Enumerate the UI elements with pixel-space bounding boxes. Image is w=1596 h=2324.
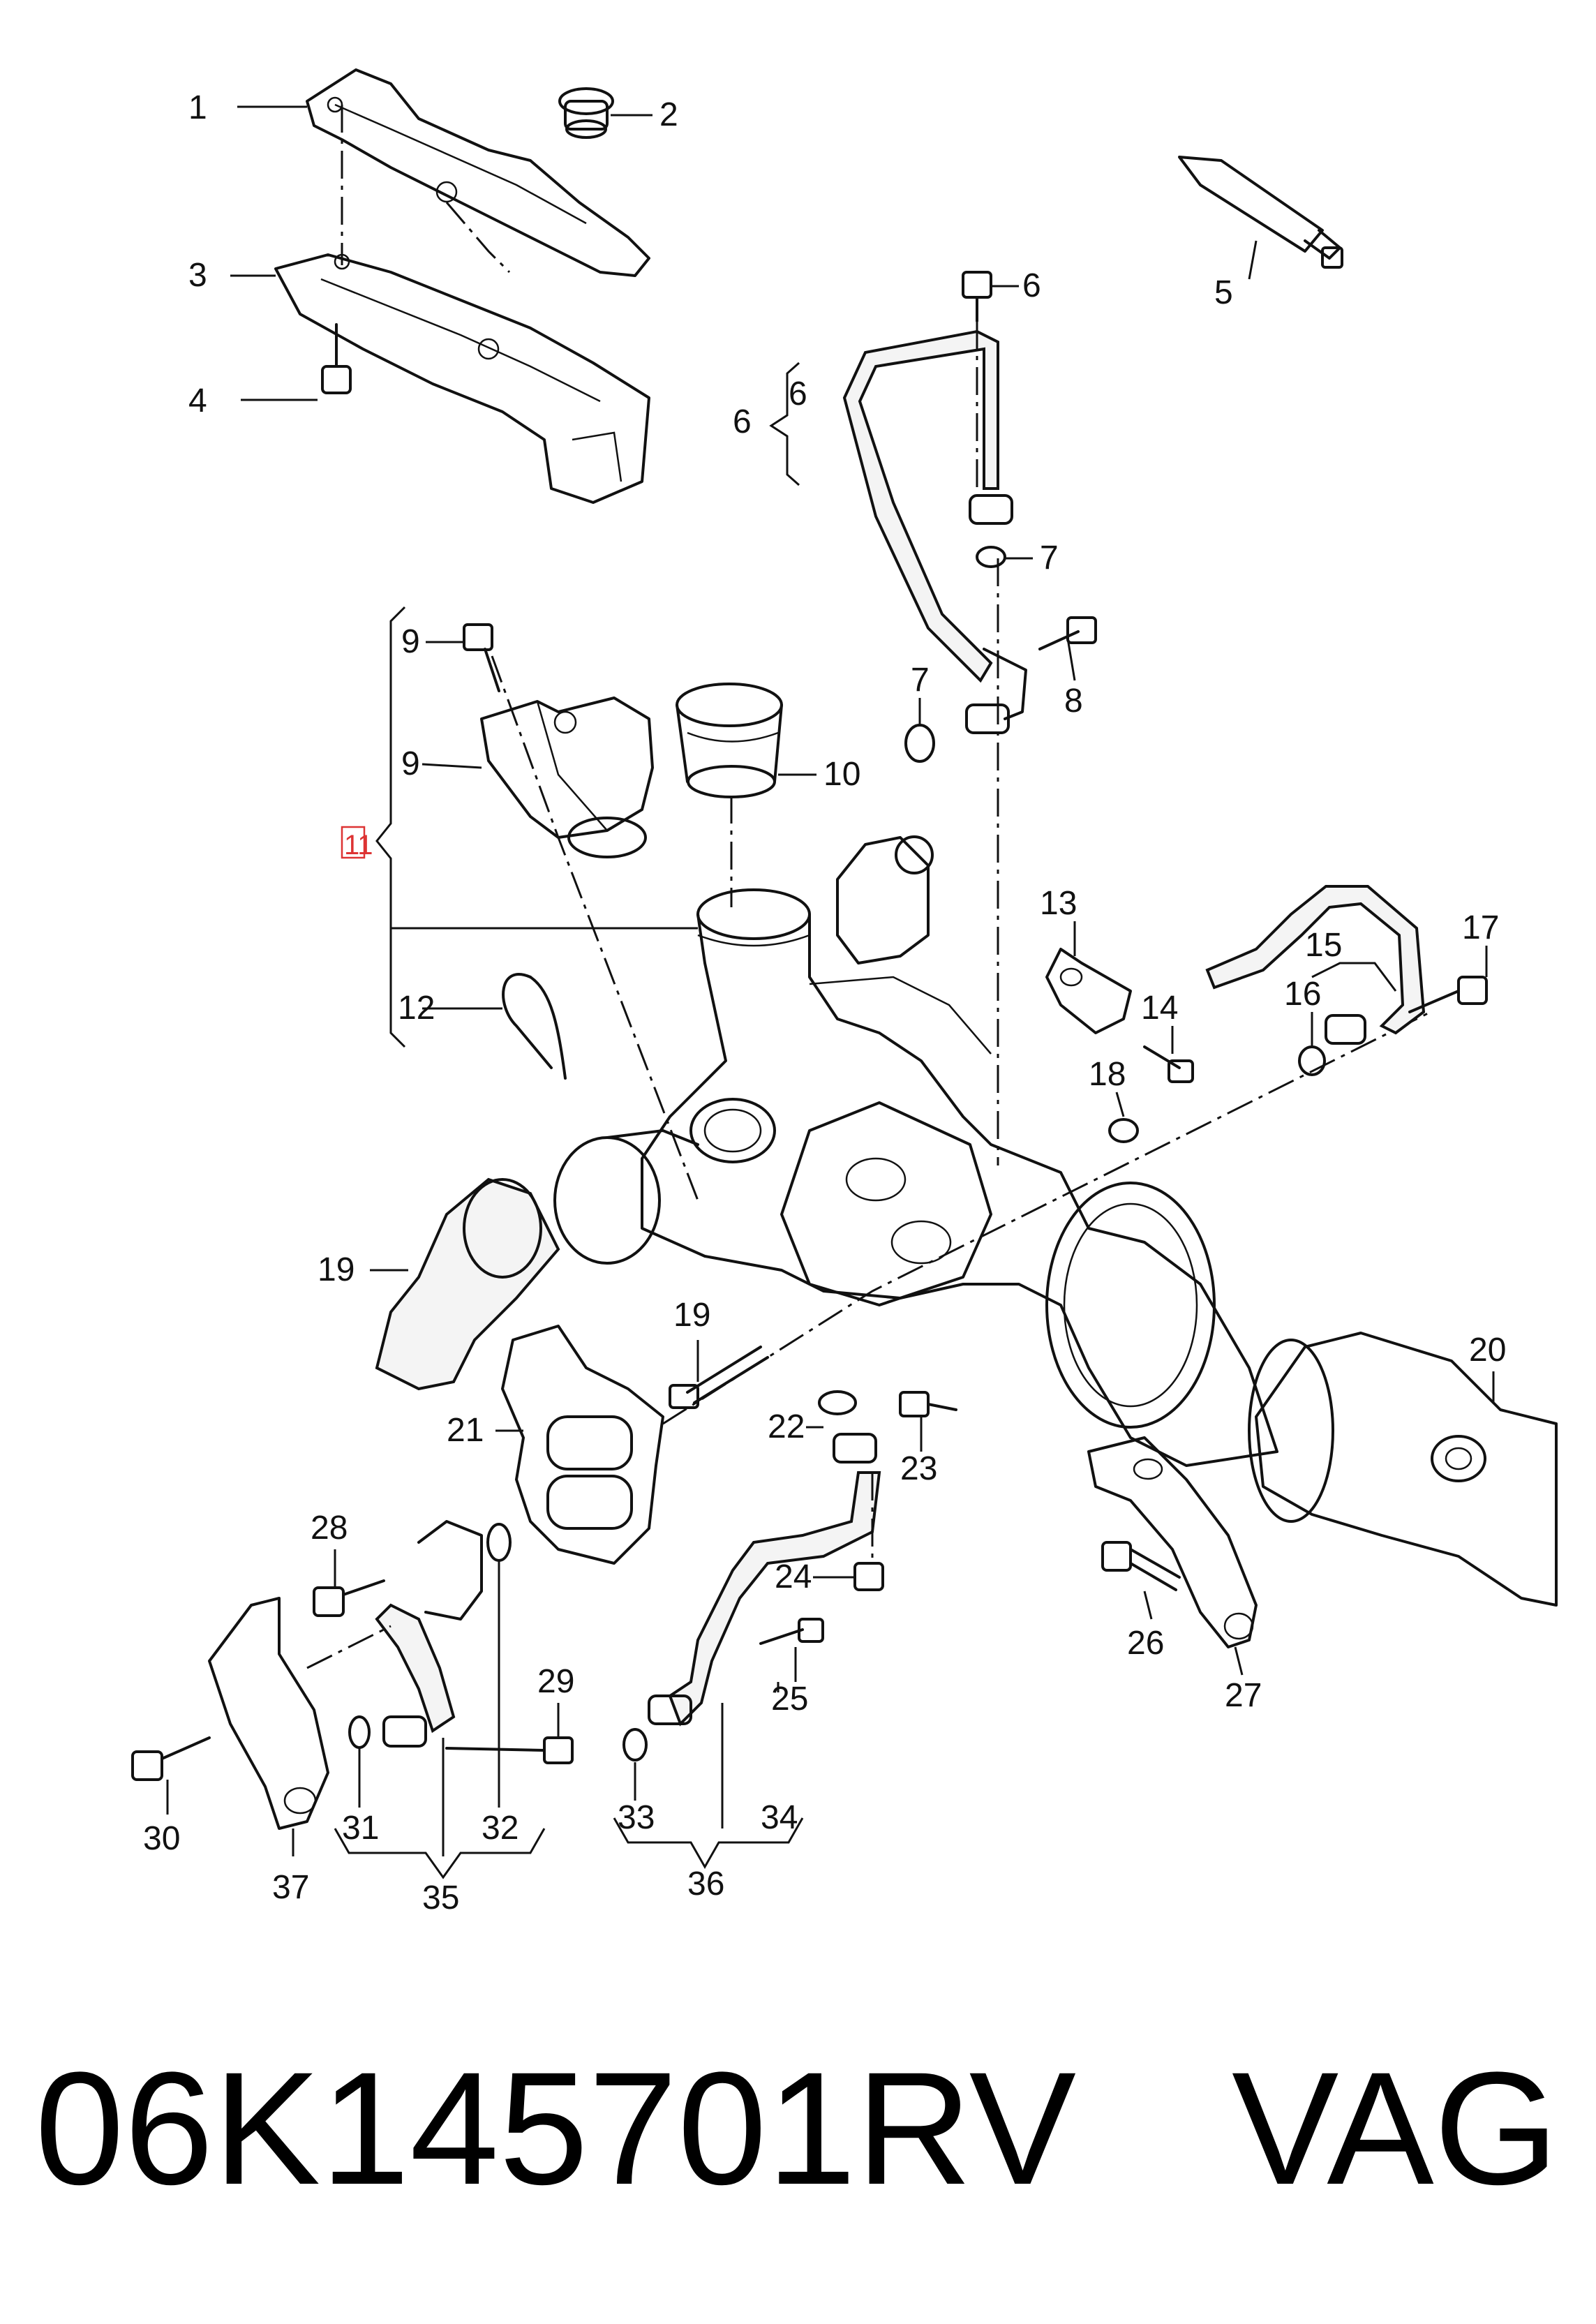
bolt-21 bbox=[131, 1736, 211, 1781]
bolt-19-upper bbox=[313, 1579, 385, 1617]
stud-14 bbox=[669, 1346, 769, 1409]
washer-15 bbox=[1108, 1118, 1139, 1143]
callout-19-bottom: 29 bbox=[537, 1663, 574, 1700]
callout-15: 18 bbox=[1089, 1056, 1126, 1093]
clamp-ring-4 bbox=[502, 973, 567, 1080]
callout-11: 24 bbox=[775, 1558, 812, 1595]
intake-hose-34 bbox=[375, 1129, 699, 1391]
callout-16: 35 bbox=[422, 1879, 459, 1916]
sealant-tube-37 bbox=[1178, 156, 1343, 269]
callout-27: 26 bbox=[1127, 1625, 1164, 1662]
bolt-3 bbox=[463, 623, 500, 692]
coolant-line-16 bbox=[348, 1520, 512, 1749]
coolant-line-5 bbox=[842, 329, 1027, 734]
callout-1-boxed: 11 bbox=[341, 826, 373, 861]
catalytic-converter-35 bbox=[1248, 1332, 1558, 1607]
callout-18: 31 bbox=[342, 1810, 379, 1847]
group-braces bbox=[334, 362, 1397, 1879]
footer: 06K145701RV VAG bbox=[0, 2024, 1596, 2233]
oil-line-8 bbox=[622, 1390, 881, 1761]
nut-27 bbox=[1101, 1541, 1181, 1591]
callout-9-bottom: 34 bbox=[761, 1799, 798, 1836]
part-number: 06K145701RV bbox=[35, 2039, 1077, 2218]
shield-bolt-32 bbox=[321, 323, 352, 394]
v-band-clamp-25 bbox=[1087, 1436, 1258, 1648]
callout-labels: 1 2 3 4 5 6 6 6 7 7 8 9 9 10 11 12 13 14… bbox=[143, 89, 1506, 1916]
coolant-pipe-22 bbox=[1205, 885, 1426, 1045]
turbocharger-assembly bbox=[641, 835, 1278, 1467]
callout-3: 9 bbox=[401, 623, 420, 660]
callout-17: 32 bbox=[482, 1810, 519, 1847]
callout-2: 9 bbox=[401, 745, 420, 782]
rubber-grommet-33 bbox=[558, 87, 614, 139]
exploded-parts-diagram: 1 2 3 4 5 6 6 6 7 7 8 9 9 10 11 12 13 14… bbox=[131, 68, 1558, 1916]
leader-lines bbox=[166, 105, 1495, 1856]
callout-9-top: 22 bbox=[768, 1408, 805, 1445]
callout-33: 2 bbox=[659, 96, 678, 133]
callout-7-top: 6 bbox=[1022, 267, 1041, 304]
callout-14: 19 bbox=[673, 1297, 710, 1334]
callout-8: 36 bbox=[687, 1865, 724, 1902]
callout-36: 10 bbox=[823, 756, 860, 793]
callout-20: 37 bbox=[272, 1869, 309, 1906]
callout-6-bracket: 6 bbox=[789, 375, 807, 412]
callout-30: 3 bbox=[188, 257, 207, 294]
heat-shield-20 bbox=[208, 1597, 329, 1830]
callout-37: 5 bbox=[1214, 274, 1233, 311]
callout-13: 21 bbox=[447, 1412, 484, 1449]
callout-21: 30 bbox=[143, 1820, 180, 1857]
callout-22: 15 bbox=[1305, 927, 1342, 964]
bolt-26 bbox=[899, 1391, 957, 1417]
bolt-12 bbox=[759, 1618, 824, 1645]
bolt-24 bbox=[1408, 976, 1488, 1013]
callout-4: 12 bbox=[398, 990, 435, 1027]
callout-32: 4 bbox=[188, 382, 207, 419]
callout-10: 33 bbox=[618, 1799, 655, 1836]
callout-12: 25 bbox=[771, 1681, 808, 1718]
exhaust-gasket-13 bbox=[501, 1325, 664, 1565]
heat-shield-upper bbox=[306, 68, 650, 277]
callout-25: 27 bbox=[1225, 1677, 1262, 1714]
banjo-bolt-11 bbox=[853, 1562, 884, 1591]
intake-connector-36 bbox=[676, 683, 783, 798]
callout-26: 23 bbox=[900, 1450, 937, 1487]
boost-actuator-2 bbox=[480, 697, 654, 858]
callout-6-right: 7 bbox=[1040, 539, 1059, 576]
callout-7-bottom: 8 bbox=[1064, 683, 1083, 720]
callout-31: 1 bbox=[188, 89, 207, 126]
brand-name: VAG bbox=[1232, 2039, 1559, 2218]
bracket-28 bbox=[1045, 948, 1132, 1034]
banjo-bolt-7 bbox=[962, 271, 1097, 650]
callout-23: 16 bbox=[1284, 976, 1321, 1013]
callout-6-left: 7 bbox=[911, 662, 930, 699]
bolt-19-lower bbox=[445, 1736, 574, 1764]
callout-19-top: 28 bbox=[311, 1510, 348, 1547]
callout-1: 11 bbox=[344, 830, 373, 861]
heat-shield-lower bbox=[274, 253, 650, 504]
bolt-29 bbox=[1143, 1045, 1194, 1083]
callout-28: 13 bbox=[1040, 885, 1077, 922]
callout-29: 14 bbox=[1141, 990, 1178, 1027]
callout-5: 6 bbox=[733, 403, 752, 440]
callout-35: 20 bbox=[1469, 1332, 1506, 1369]
callout-34: 19 bbox=[318, 1251, 355, 1288]
callout-24: 17 bbox=[1462, 909, 1499, 946]
